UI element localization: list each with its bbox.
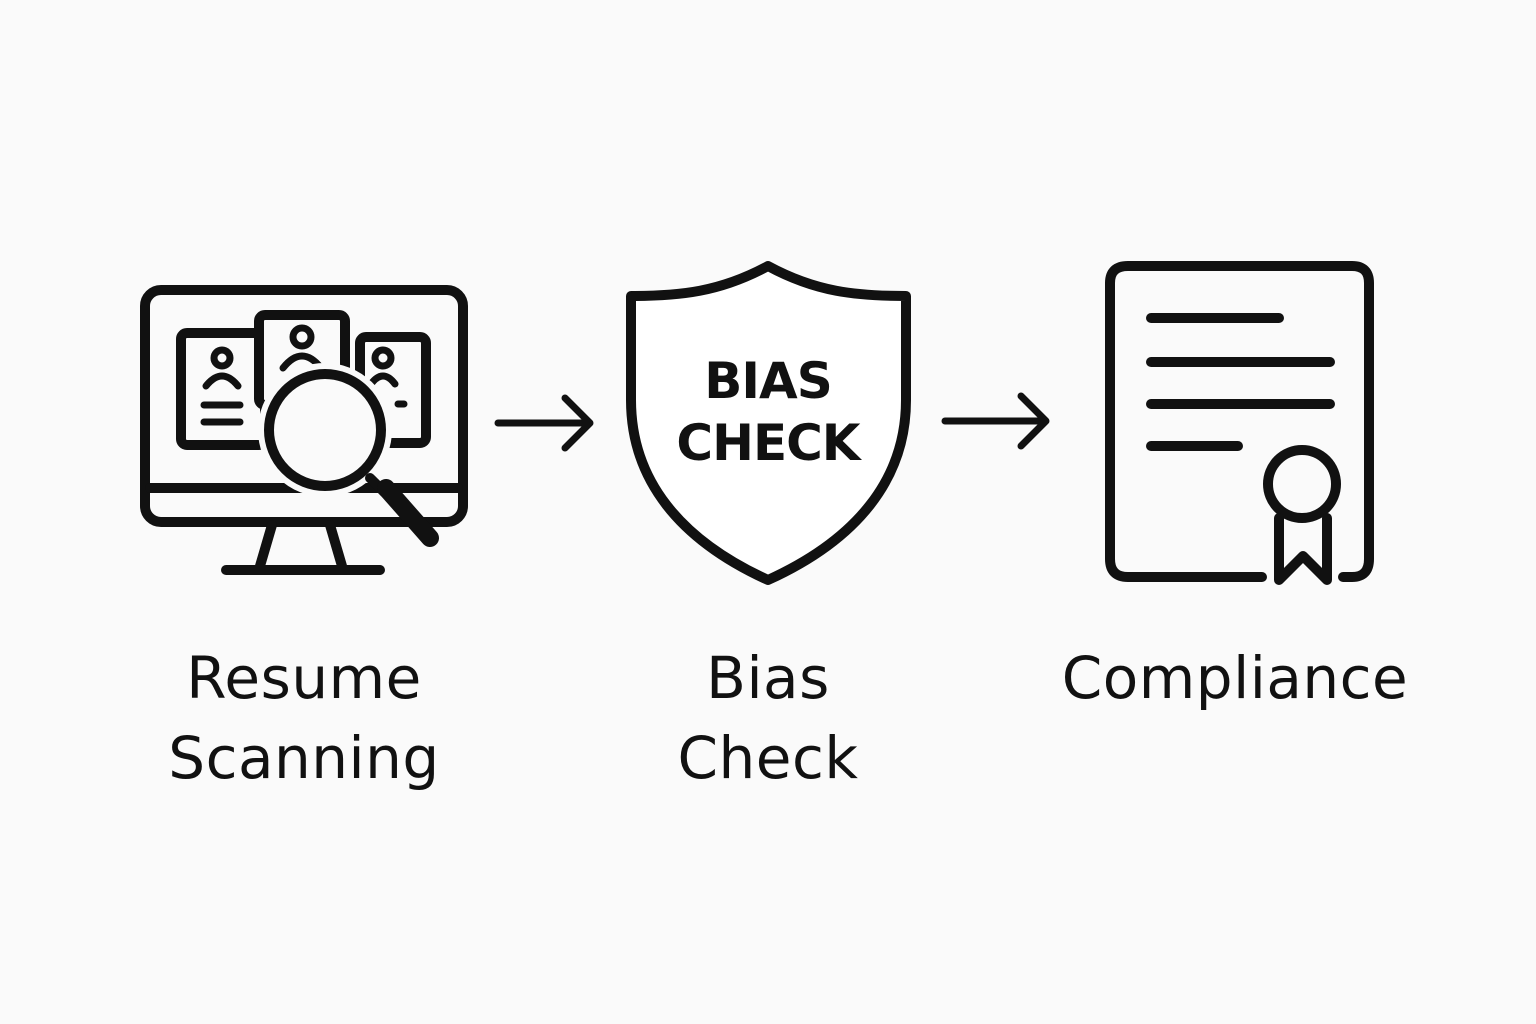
shield-badge-line-1: BIAS <box>704 352 832 410</box>
award-seal-icon <box>1263 445 1341 585</box>
step-label-bias-check: Bias Check <box>618 638 918 798</box>
step-label-line: Compliance <box>1061 644 1409 712</box>
step-label-line: Bias <box>706 644 830 712</box>
arrow-right-icon <box>494 394 594 452</box>
shield-badge-text: BIAS CHECK <box>640 350 896 474</box>
monitor-frame <box>140 285 468 527</box>
step-label-line: Check <box>677 724 859 792</box>
step-label-line: Scanning <box>168 724 440 792</box>
monitor-magnifier-icon <box>140 285 468 575</box>
shield-badge-line-2: CHECK <box>676 414 860 472</box>
step-label-line: Resume <box>186 644 422 712</box>
magnifier-icon <box>258 363 439 547</box>
monitor-stand-left <box>255 520 277 571</box>
monitor-stand-right <box>325 520 347 571</box>
step-label-compliance: Compliance <box>1020 638 1450 718</box>
resume-card-left-icon <box>176 328 270 450</box>
arrow-right-icon <box>941 392 1050 450</box>
certificate-document-icon <box>1105 261 1374 585</box>
shield-icon <box>626 261 911 585</box>
step-label-resume-scanning: Resume Scanning <box>124 638 484 798</box>
